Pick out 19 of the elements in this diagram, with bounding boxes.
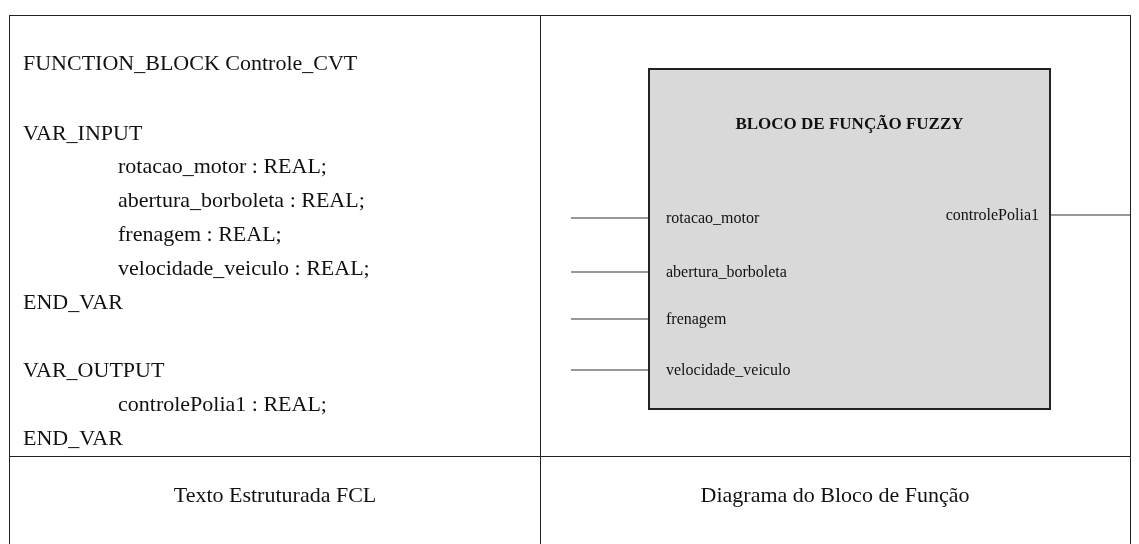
input-port-label: velocidade_veiculo bbox=[650, 360, 791, 380]
code-line: frenagem : REAL; bbox=[118, 221, 282, 247]
code-line: abertura_borboleta : REAL; bbox=[118, 187, 365, 213]
code-line: END_VAR bbox=[23, 425, 123, 451]
code-line: VAR_OUTPUT bbox=[23, 357, 165, 383]
input-port-label: rotacao_motor bbox=[650, 208, 760, 228]
input-port-label: frenagem bbox=[650, 309, 727, 329]
code-line: VAR_INPUT bbox=[23, 120, 143, 146]
block-title: BLOCO DE FUNÇÃO FUZZY bbox=[734, 114, 965, 134]
code-line: END_VAR bbox=[23, 289, 123, 315]
function-block bbox=[648, 68, 1051, 410]
code-line: controlePolia1 : REAL; bbox=[118, 391, 327, 417]
column-caption: Diagrama do Bloco de Função bbox=[700, 482, 970, 508]
code-line: rotacao_motor : REAL; bbox=[118, 153, 327, 179]
code-line: velocidade_veiculo : REAL; bbox=[118, 255, 370, 281]
input-port-label: abertura_borboleta bbox=[650, 262, 787, 282]
code-line: FUNCTION_BLOCK Controle_CVT bbox=[23, 50, 358, 76]
output-port-label: controlePolia1 bbox=[945, 205, 1049, 225]
column-caption: Texto Estruturada FCL bbox=[173, 482, 377, 508]
